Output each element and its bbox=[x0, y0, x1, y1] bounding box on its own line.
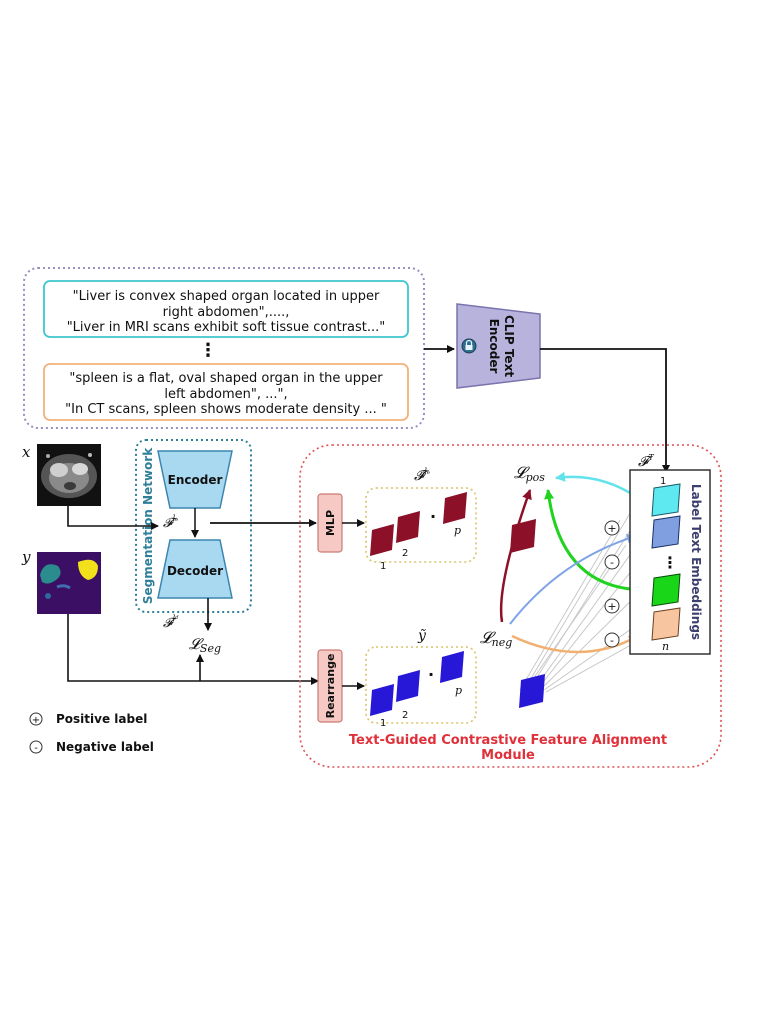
embedding-peach bbox=[651, 607, 681, 641]
arrow-clip-to-embeddings bbox=[540, 348, 670, 473]
label-patch-2 bbox=[396, 670, 420, 702]
label-index-2: 2 bbox=[402, 710, 408, 721]
ct-scan-image bbox=[37, 444, 101, 506]
svg-text:+: + bbox=[607, 600, 616, 613]
clip-label-line2: Encoder bbox=[487, 319, 501, 374]
svg-text:-: - bbox=[610, 634, 614, 647]
liver-prompt-line2: right abdomen",...., bbox=[163, 305, 290, 320]
svg-text:+: + bbox=[607, 522, 616, 535]
prompts-ellipsis: ⋮ bbox=[199, 340, 217, 361]
contrastive-alignment-module: MLP Rearrange 𝓕̃lₑ · 1 2 p ỹ · 1 2 p bbox=[299, 444, 722, 768]
module-dotted-border bbox=[299, 444, 722, 768]
label-dots: · bbox=[428, 665, 434, 684]
clip-label-line1: CLIP Text bbox=[502, 315, 516, 377]
legend-negative: - Negative label bbox=[29, 740, 154, 754]
legend-minus-icon bbox=[29, 740, 43, 754]
embeddings-top-label: 𝓕T bbox=[638, 453, 654, 470]
embeddings-title: Label Text Embeddings bbox=[689, 484, 703, 640]
spleen-prompt-line2: left abdomen", ...", bbox=[164, 387, 287, 402]
feature-group-box bbox=[365, 487, 477, 563]
liver-prompt-line1: "Liver is convex shaped organ located in… bbox=[73, 289, 380, 304]
spleen-prompt-line1: "spleen is a flat, oval shaped organ in … bbox=[69, 371, 383, 386]
input-y-label: y bbox=[21, 548, 31, 566]
loss-pos-label: 𝓛pos bbox=[514, 463, 545, 484]
input-x-label: x bbox=[22, 443, 31, 461]
decoder-feature-label: 𝓕lᵈ bbox=[163, 614, 179, 631]
label-group-box bbox=[365, 646, 477, 724]
encoder-feature-label: 𝓕lₑ bbox=[163, 514, 178, 531]
label-group-title: ỹ bbox=[417, 628, 427, 644]
label-index-1: 1 bbox=[380, 718, 386, 729]
encoder-label: Encoder bbox=[168, 473, 223, 487]
embedding-index-n: n bbox=[662, 640, 669, 653]
feature-group-title: 𝓕̃lₑ bbox=[414, 467, 430, 484]
prompts-outer-dotted-box bbox=[23, 267, 425, 429]
arrow-cyan-positive bbox=[555, 471, 639, 500]
seg-loss-label: 𝓛Seg bbox=[189, 635, 221, 655]
arrow-green-positive bbox=[544, 489, 647, 592]
feature-patch-p bbox=[443, 492, 467, 524]
spleen-prompt-box bbox=[43, 363, 409, 421]
label-text-embeddings: 𝓕T Label Text Embeddings 1 ⋮ n bbox=[629, 453, 711, 655]
svg-text:-: - bbox=[34, 743, 38, 754]
feature-index-1: 1 bbox=[380, 561, 386, 572]
embedding-blue bbox=[651, 515, 681, 549]
legend-positive: + Positive label bbox=[29, 712, 147, 726]
embeddings-vdots: ⋮ bbox=[662, 553, 678, 572]
arrow-orange-negative bbox=[511, 634, 639, 654]
arrow-darkred-feature bbox=[499, 489, 532, 623]
feature-index-p: p bbox=[454, 524, 461, 537]
lock-icon bbox=[461, 338, 477, 354]
embedding-cyan bbox=[651, 483, 681, 517]
embedding-index-1: 1 bbox=[660, 476, 666, 487]
minus-sign-top: - bbox=[604, 554, 620, 570]
text-prompts-panel: "Liver is convex shaped organ located in… bbox=[23, 267, 425, 429]
segmentation-network: Segmentation Network Encoder 𝓕lₑ Decoder… bbox=[135, 439, 252, 631]
decoder-block bbox=[157, 539, 233, 599]
feature-dots: · bbox=[430, 507, 436, 526]
svg-text:-: - bbox=[610, 556, 614, 569]
arrow-y-to-rearrange bbox=[67, 614, 319, 685]
embedding-green bbox=[651, 573, 681, 607]
seg-network-dotted-box bbox=[135, 439, 252, 613]
pair-lines bbox=[519, 499, 645, 693]
clip-encoder-shape bbox=[456, 303, 541, 389]
feature-index-2: 2 bbox=[402, 548, 408, 559]
rearrange-label: Rearrange bbox=[324, 654, 337, 719]
arrow-x-to-encoder bbox=[67, 506, 159, 530]
module-title-line2: Module bbox=[481, 748, 535, 763]
module-title-line1: Text-Guided Contrastive Feature Alignmen… bbox=[349, 733, 667, 748]
minus-sign-bottom: - bbox=[604, 632, 620, 648]
liver-prompt-box bbox=[43, 280, 409, 338]
sample-label-patch bbox=[519, 674, 545, 708]
plus-sign-top: + bbox=[604, 520, 620, 536]
decoder-label: Decoder bbox=[167, 564, 223, 578]
feature-patch-1 bbox=[370, 524, 394, 556]
label-patch-1 bbox=[370, 684, 394, 716]
spleen-prompt-line3: "In CT scans, spleen shows moderate dens… bbox=[65, 402, 387, 417]
loss-neg-label: 𝓛neg bbox=[480, 628, 512, 649]
clip-text-encoder: CLIP Text Encoder bbox=[456, 303, 541, 389]
label-index-p: p bbox=[455, 684, 462, 697]
liver-prompt-line3: "Liver in MRI scans exhibit soft tissue … bbox=[67, 320, 386, 335]
feature-patch-2 bbox=[396, 511, 420, 543]
arrow-blue-negative bbox=[509, 533, 637, 625]
segmentation-mask-image bbox=[37, 552, 101, 614]
legend-negative-label: Negative label bbox=[56, 740, 154, 754]
mlp-label: MLP bbox=[324, 510, 337, 536]
label-patch-p bbox=[440, 651, 464, 683]
plus-sign-bottom: + bbox=[604, 598, 620, 614]
legend: + Positive label - Negative label bbox=[29, 712, 154, 754]
legend-plus-icon bbox=[29, 712, 43, 726]
legend-positive-label: Positive label bbox=[56, 712, 147, 726]
svg-text:+: + bbox=[32, 715, 40, 726]
encoder-block bbox=[157, 450, 233, 509]
